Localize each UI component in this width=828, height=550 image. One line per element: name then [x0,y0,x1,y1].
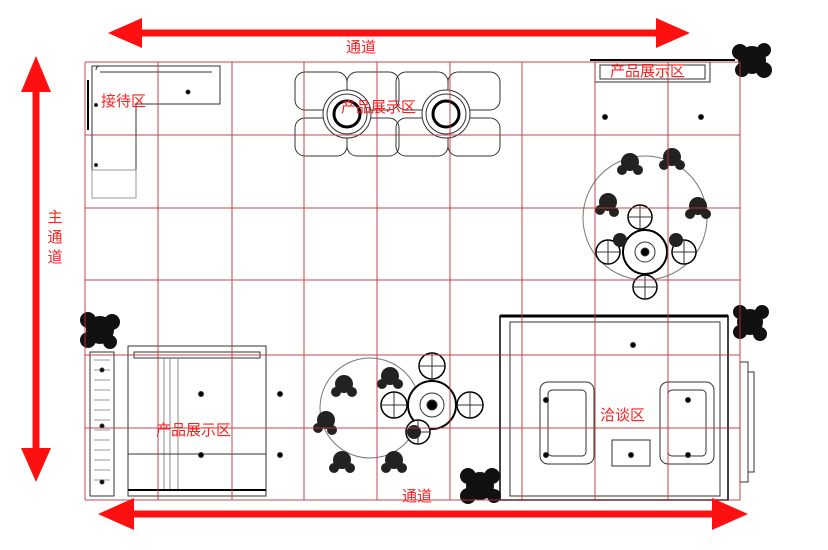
grid [84,61,741,501]
round-table-set-top-right [582,155,708,300]
reception-counter [87,65,221,199]
plant-top-right-corner [732,43,772,78]
shrubs-top-right [595,148,711,247]
round-table-set-bottom-center [319,352,484,459]
plant-right-middle [733,305,769,341]
arrow-bottom-corridor [98,498,748,530]
label-bottom-corridor: 通道 [402,487,433,505]
negotiation-area [499,314,755,501]
label-top-corridor: 通道 [346,38,377,56]
label-product-top-center: 产品展示区 [341,98,417,116]
furniture-layer [87,59,755,501]
top-display-pods [294,71,501,157]
label-product-top-right: 产品展示区 [610,62,686,80]
label-main-corridor: 主 通 道 [46,207,64,267]
plant-left-middle [80,312,120,349]
arrow-main-corridor [21,56,51,482]
label-reception: 接待区 [101,92,147,110]
label-main-corridor-char-2: 通 [47,228,63,246]
plant-bottom-center [460,468,501,504]
arrow-top-corridor [108,18,690,48]
label-main-corridor-char-1: 主 [47,208,63,226]
shrubs-bottom-center [313,367,421,473]
label-main-corridor-char-3: 道 [47,248,63,266]
label-negotiation: 洽谈区 [600,406,646,424]
arrows [21,18,748,530]
label-product-bottom-left: 产品展示区 [156,421,232,439]
